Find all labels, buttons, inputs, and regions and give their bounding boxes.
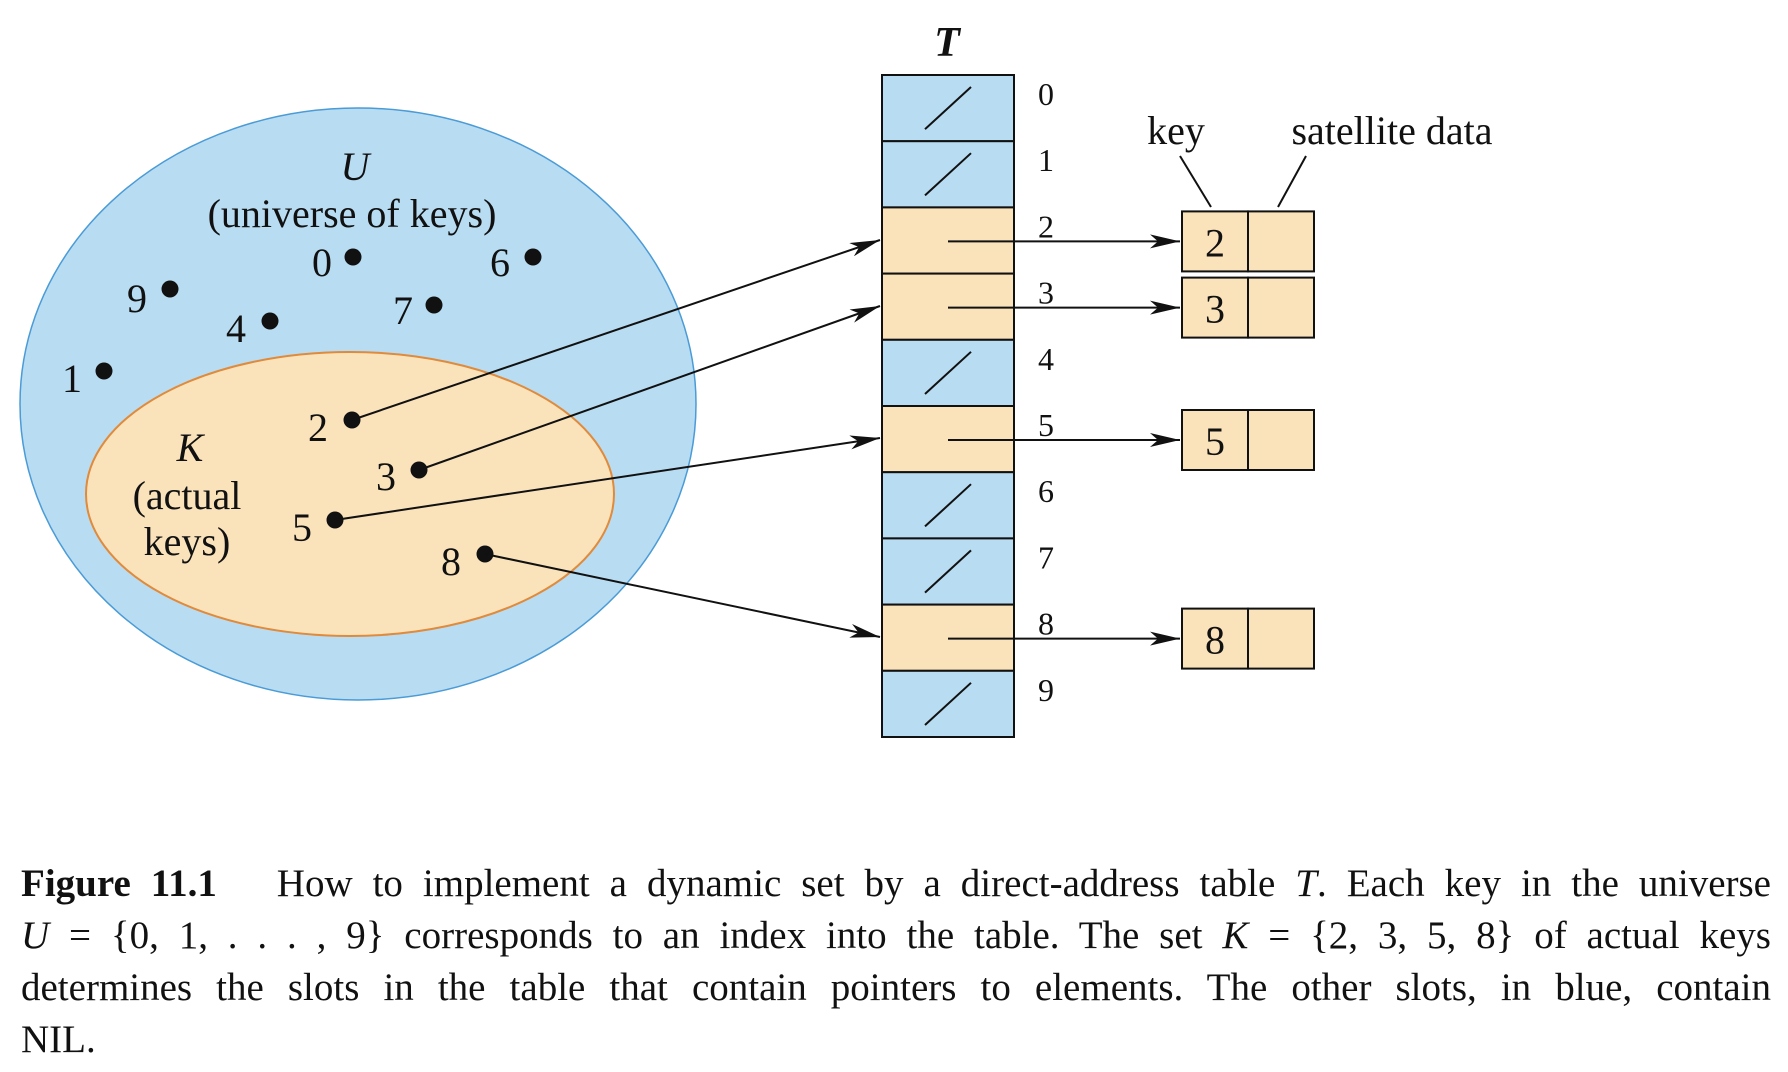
figure-caption: Figure 11.1 How to implement a dynamic s… — [21, 858, 1771, 1066]
element-satellite-cell — [1247, 607, 1315, 670]
element-key-value: 3 — [1205, 287, 1225, 332]
slot-index-7: 7 — [1038, 539, 1054, 575]
svg-text:3: 3 — [376, 454, 396, 499]
arrow-key-3 — [418, 305, 881, 471]
key-header: key — [1147, 108, 1205, 153]
slot-index-5: 5 — [1038, 407, 1054, 443]
element-satellite-cell — [1247, 409, 1315, 471]
table-slot-0: 0 — [881, 74, 1054, 143]
arrow-key-5 — [334, 435, 881, 521]
element-record-8: 8 — [1181, 607, 1315, 670]
universe-key-4: 4 — [226, 306, 279, 351]
slot-index-3: 3 — [1038, 275, 1054, 311]
table-slot-4: 4 — [881, 338, 1054, 407]
satellite-leader-line — [1277, 155, 1307, 208]
slot-index-2: 2 — [1038, 208, 1054, 244]
direct-address-diagram: U (universe of keys) 0 6 9 7 4 1 K (actu… — [19, 20, 1493, 738]
svg-text:7: 7 — [393, 288, 413, 333]
table-slot-7: 7 — [881, 537, 1054, 606]
element-record-5: 5 — [1181, 409, 1315, 471]
caption-line-3: determines the slots in the table that c… — [21, 966, 1771, 1009]
svg-text:1: 1 — [62, 356, 82, 401]
slot-index-8: 8 — [1038, 606, 1054, 642]
actual-keys-sublabel-1: (actual — [133, 473, 242, 518]
svg-text:9: 9 — [127, 276, 147, 321]
svg-text:0: 0 — [312, 240, 332, 285]
universe-key-1: 1 — [62, 356, 113, 401]
svg-text:6: 6 — [490, 240, 510, 285]
element-records: 2 3 5 8 — [948, 210, 1315, 670]
element-key-cell — [1181, 210, 1249, 273]
figure-label: Figure 11.1 — [21, 862, 217, 905]
element-key-cell — [1181, 607, 1249, 670]
universe-sublabel: (universe of keys) — [208, 191, 497, 236]
arrow-key-8 — [484, 553, 881, 638]
satellite-data-header: satellite data — [1291, 108, 1492, 153]
nil-slash-icon — [924, 682, 972, 726]
caption-line-2: U = {0, 1, . . . , 9} corresponds to an … — [21, 914, 1771, 957]
element-record-2: 2 — [1181, 210, 1315, 273]
actual-keys-sublabel-2: keys) — [144, 519, 231, 564]
table-slot-9: 9 — [881, 669, 1054, 738]
svg-text:4: 4 — [226, 306, 246, 351]
caption-line-4: NIL. — [21, 1018, 96, 1061]
element-key-value: 8 — [1205, 618, 1225, 663]
table-title: T — [934, 20, 962, 66]
svg-text:5: 5 — [292, 505, 312, 550]
element-satellite-cell — [1247, 210, 1315, 273]
universe-key-6: 6 — [490, 240, 542, 285]
svg-text:8: 8 — [441, 539, 461, 584]
element-key-value: 5 — [1205, 419, 1225, 464]
universe-key-9: 9 — [127, 276, 179, 321]
slot-index-4: 4 — [1038, 341, 1054, 377]
universe-label: U — [341, 144, 373, 189]
nil-slash-icon — [924, 86, 972, 130]
element-satellite-cell — [1247, 276, 1315, 339]
actual-key-2: 2 — [308, 405, 361, 450]
table-slot-1: 1 — [881, 140, 1054, 209]
nil-slash-icon — [924, 152, 972, 197]
svg-text:2: 2 — [308, 405, 328, 450]
key-to-slot-arrows — [334, 239, 881, 638]
element-key-value: 2 — [1205, 220, 1225, 265]
slot-index-0: 0 — [1038, 76, 1054, 112]
universe-key-0: 0 — [312, 240, 362, 285]
nil-slash-icon — [924, 351, 972, 395]
arrow-key-2 — [351, 239, 881, 421]
nil-slash-icon — [924, 549, 972, 594]
universe-key-7: 7 — [393, 288, 443, 333]
actual-keys-label: K — [176, 425, 206, 470]
slot-index-9: 9 — [1038, 672, 1054, 708]
slot-index-1: 1 — [1038, 142, 1054, 178]
nil-slash-icon — [924, 483, 972, 528]
actual-keys-ellipse — [85, 351, 615, 637]
caption-line-1: Figure 11.1 How to implement a dynamic s… — [21, 862, 1771, 905]
slot-index-6: 6 — [1038, 473, 1054, 509]
table-slot-6: 6 — [881, 471, 1054, 540]
element-record-3: 3 — [1181, 276, 1315, 339]
key-leader-line — [1179, 155, 1212, 208]
